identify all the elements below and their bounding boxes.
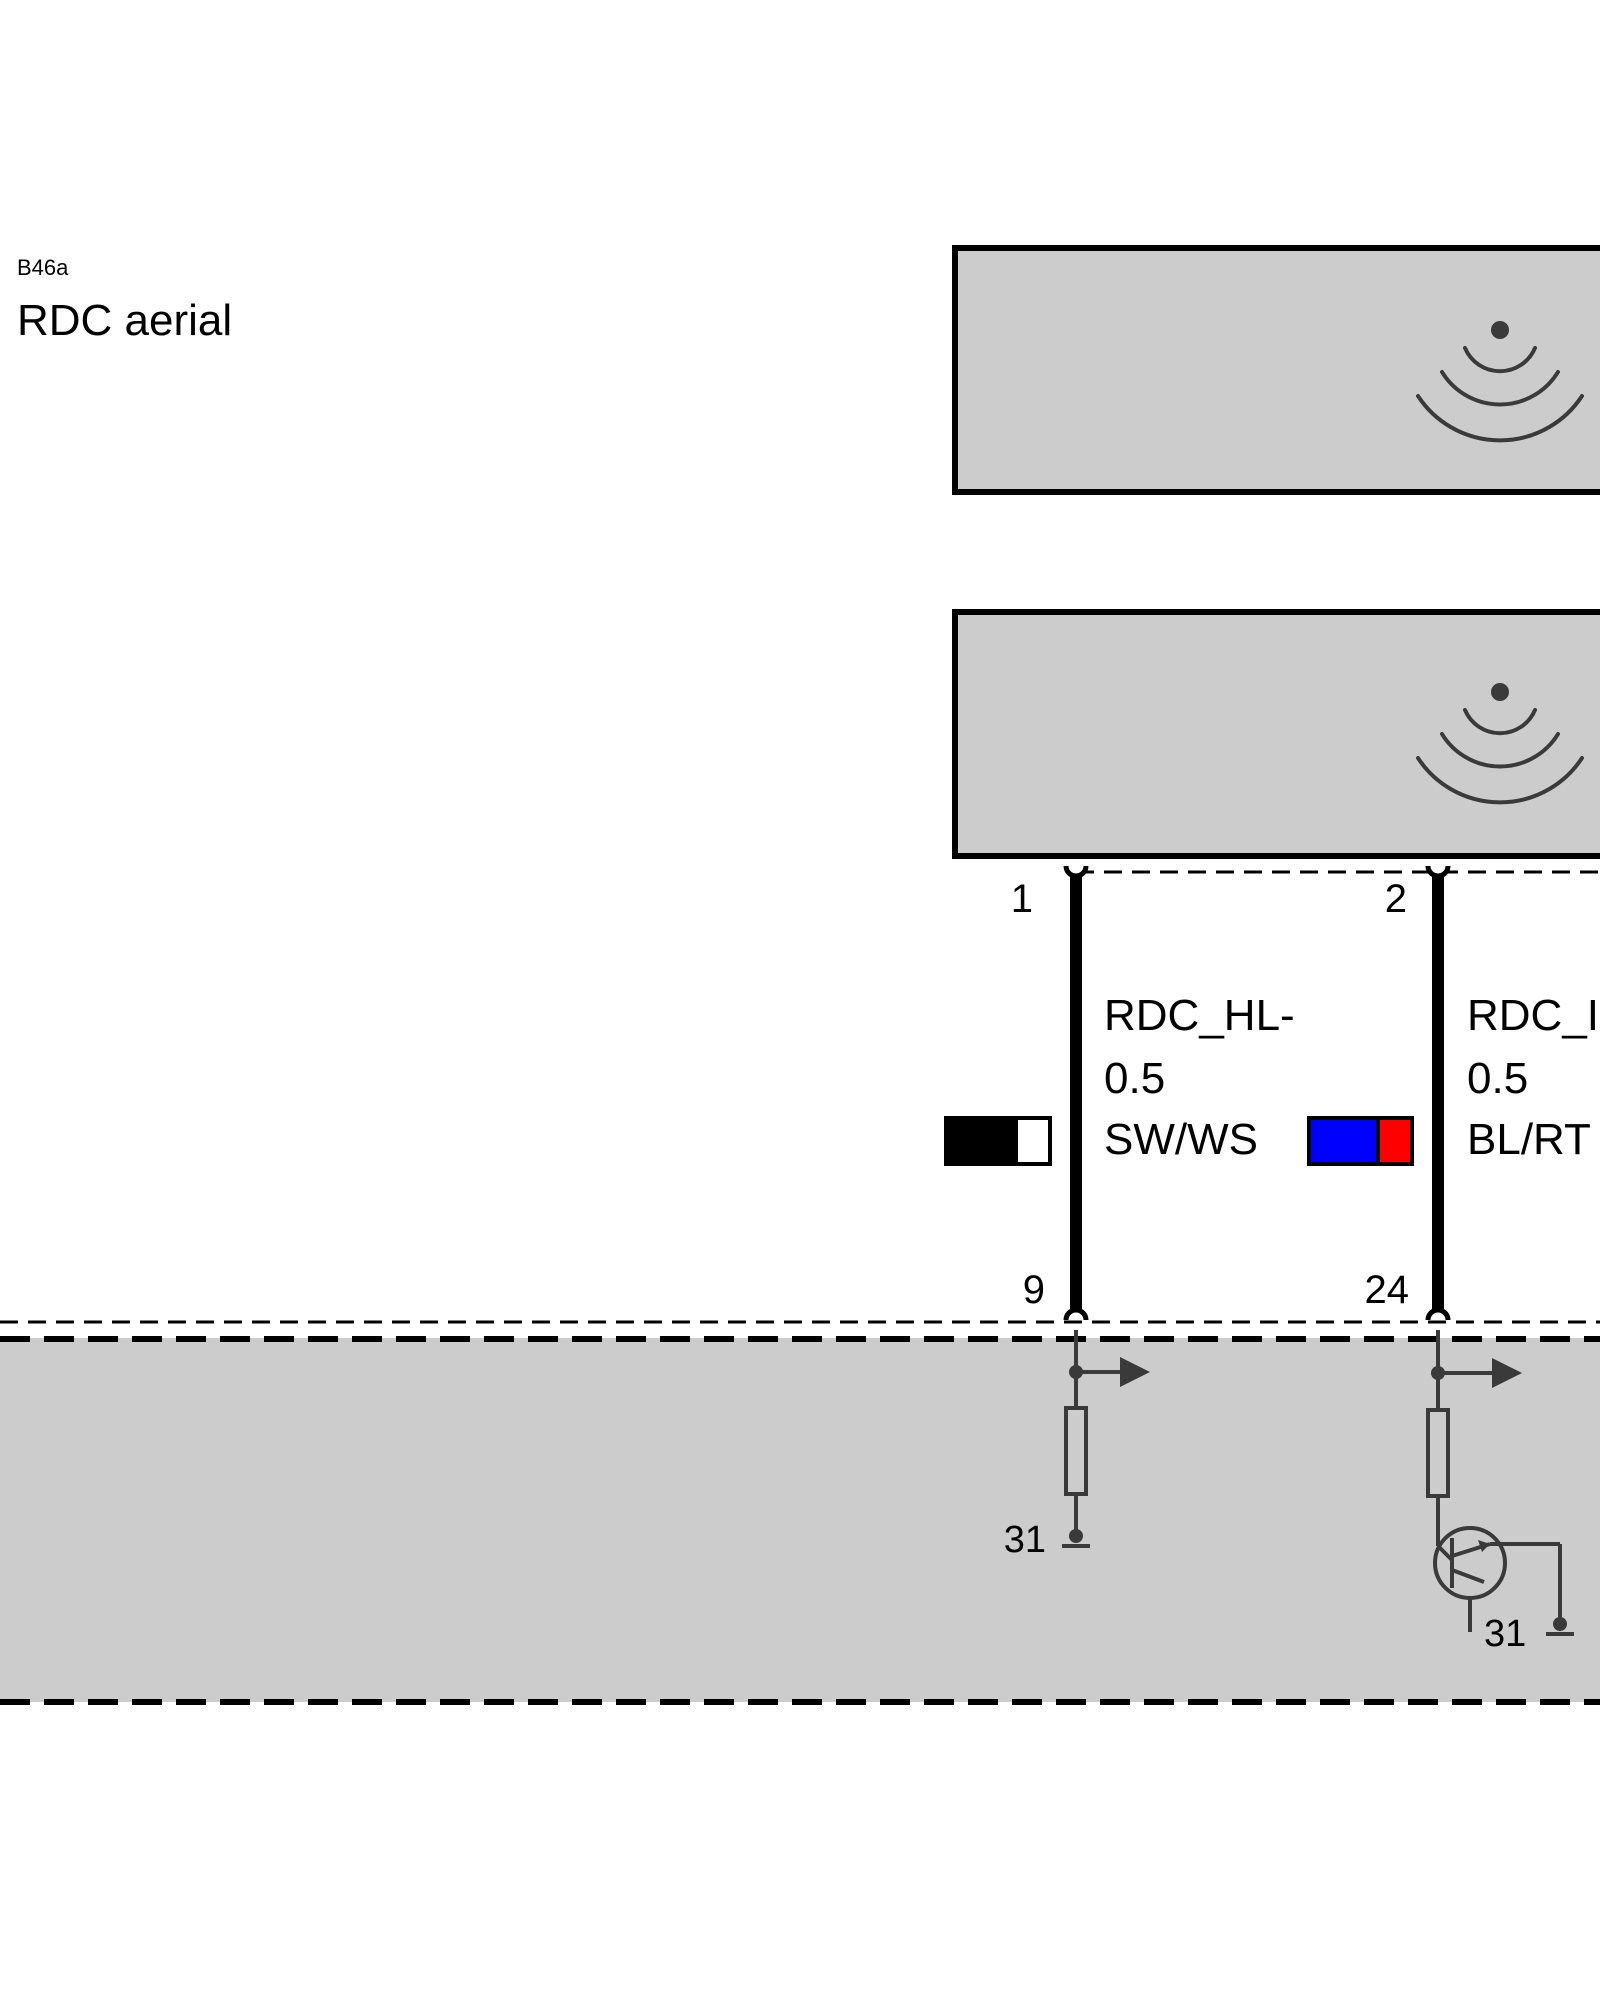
pin-label: 9 bbox=[1023, 1268, 1045, 1312]
antenna-icon bbox=[1416, 683, 1584, 805]
component-code: B46a bbox=[17, 255, 69, 280]
transistor-circuit bbox=[1426, 1330, 1574, 1636]
wire-1 bbox=[1063, 865, 1089, 1321]
wire-gauge-label: 0.5 bbox=[1467, 1054, 1528, 1103]
wire-signal-label: RDC_I bbox=[1467, 991, 1599, 1040]
ground-label: 31 bbox=[1004, 1519, 1046, 1561]
antenna-icon bbox=[1416, 321, 1584, 443]
wire-color-label: SW/WS bbox=[1104, 1115, 1258, 1164]
ground-label: 31 bbox=[1484, 1613, 1526, 1655]
component-name: RDC aerial bbox=[17, 296, 232, 345]
resistor-ground-circuit bbox=[1062, 1330, 1150, 1548]
control-unit-box bbox=[0, 1320, 1600, 1705]
wire-color-swatch bbox=[1307, 1116, 1414, 1166]
wire-color-swatch bbox=[944, 1116, 1052, 1166]
wire-signal-label: RDC_HL- bbox=[1104, 991, 1295, 1040]
wire-gauge-label: 0.5 bbox=[1104, 1054, 1165, 1103]
pin-label: 2 bbox=[1385, 877, 1407, 921]
wire-color-label: BL/RT bbox=[1467, 1115, 1591, 1164]
wire-2 bbox=[1425, 865, 1451, 1321]
pin-label: 1 bbox=[1011, 877, 1033, 921]
pin-label: 24 bbox=[1365, 1268, 1410, 1312]
